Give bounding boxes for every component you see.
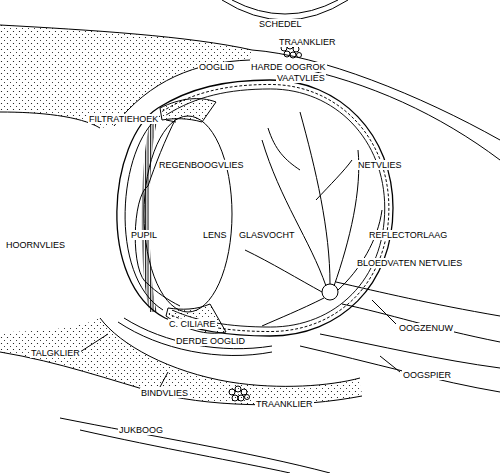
part-label: OOGSPIER	[402, 370, 452, 380]
part-label: HARDE OOGROK	[250, 62, 327, 72]
skull-outline	[232, 0, 338, 14]
third-eyelid	[124, 318, 272, 349]
part-label: REFLECTORLAAG	[368, 230, 448, 240]
ciliary-body	[160, 99, 216, 122]
part-label: JUKBOOG	[118, 425, 164, 435]
optic-nerve	[342, 304, 500, 342]
tear-gland	[229, 386, 250, 401]
zygomatic-arch	[60, 418, 330, 473]
eyelid-tissue	[0, 25, 252, 128]
part-label: LENS	[202, 230, 228, 240]
skull-outline	[222, 0, 348, 20]
part-label: C. CILIARE	[168, 319, 217, 329]
part-label: OOGZENUW	[398, 323, 454, 333]
part-label: FILTRATIEHOEK	[88, 114, 159, 124]
part-label: DERDE OOGLID	[175, 336, 246, 346]
choroid	[162, 84, 389, 331]
part-label: TRAANKLIER	[278, 37, 337, 47]
sclera	[158, 80, 393, 336]
iris	[148, 284, 180, 306]
muscle-outline	[300, 346, 500, 392]
part-label: NETVLIES	[357, 160, 403, 170]
part-label: VAATVLIES	[276, 73, 326, 83]
cornea	[117, 108, 165, 318]
eyelid-outline	[0, 112, 100, 128]
leader-line	[80, 120, 400, 387]
eyelid-outline	[100, 318, 360, 386]
eyelid-outline	[0, 352, 362, 405]
iris	[148, 118, 176, 186]
muscle-outline	[320, 334, 500, 368]
ciliary-body	[166, 304, 226, 333]
zygomatic-arch	[80, 430, 290, 473]
retina	[166, 89, 385, 327]
part-label: REGENBOOGVLIES	[158, 160, 245, 170]
part-label: BLOEDVATEN NETVLIES	[356, 258, 463, 268]
optic-disc	[322, 284, 338, 300]
eyelid-outline	[0, 25, 252, 50]
part-label: GLASVOCHT	[238, 230, 296, 240]
part-label: HOORNVLIES	[5, 240, 66, 250]
retinal-vessels	[245, 112, 382, 326]
lens	[144, 116, 232, 312]
part-label: BINDVLIES	[140, 388, 189, 398]
optic-nerve	[336, 282, 500, 316]
part-label: PUPIL	[130, 230, 158, 240]
part-label: TALGKLIER	[30, 348, 81, 358]
part-label: TRAANKLIER	[255, 399, 314, 409]
part-label: SCHEDEL	[258, 19, 303, 29]
part-label: OOGLID	[198, 62, 235, 72]
